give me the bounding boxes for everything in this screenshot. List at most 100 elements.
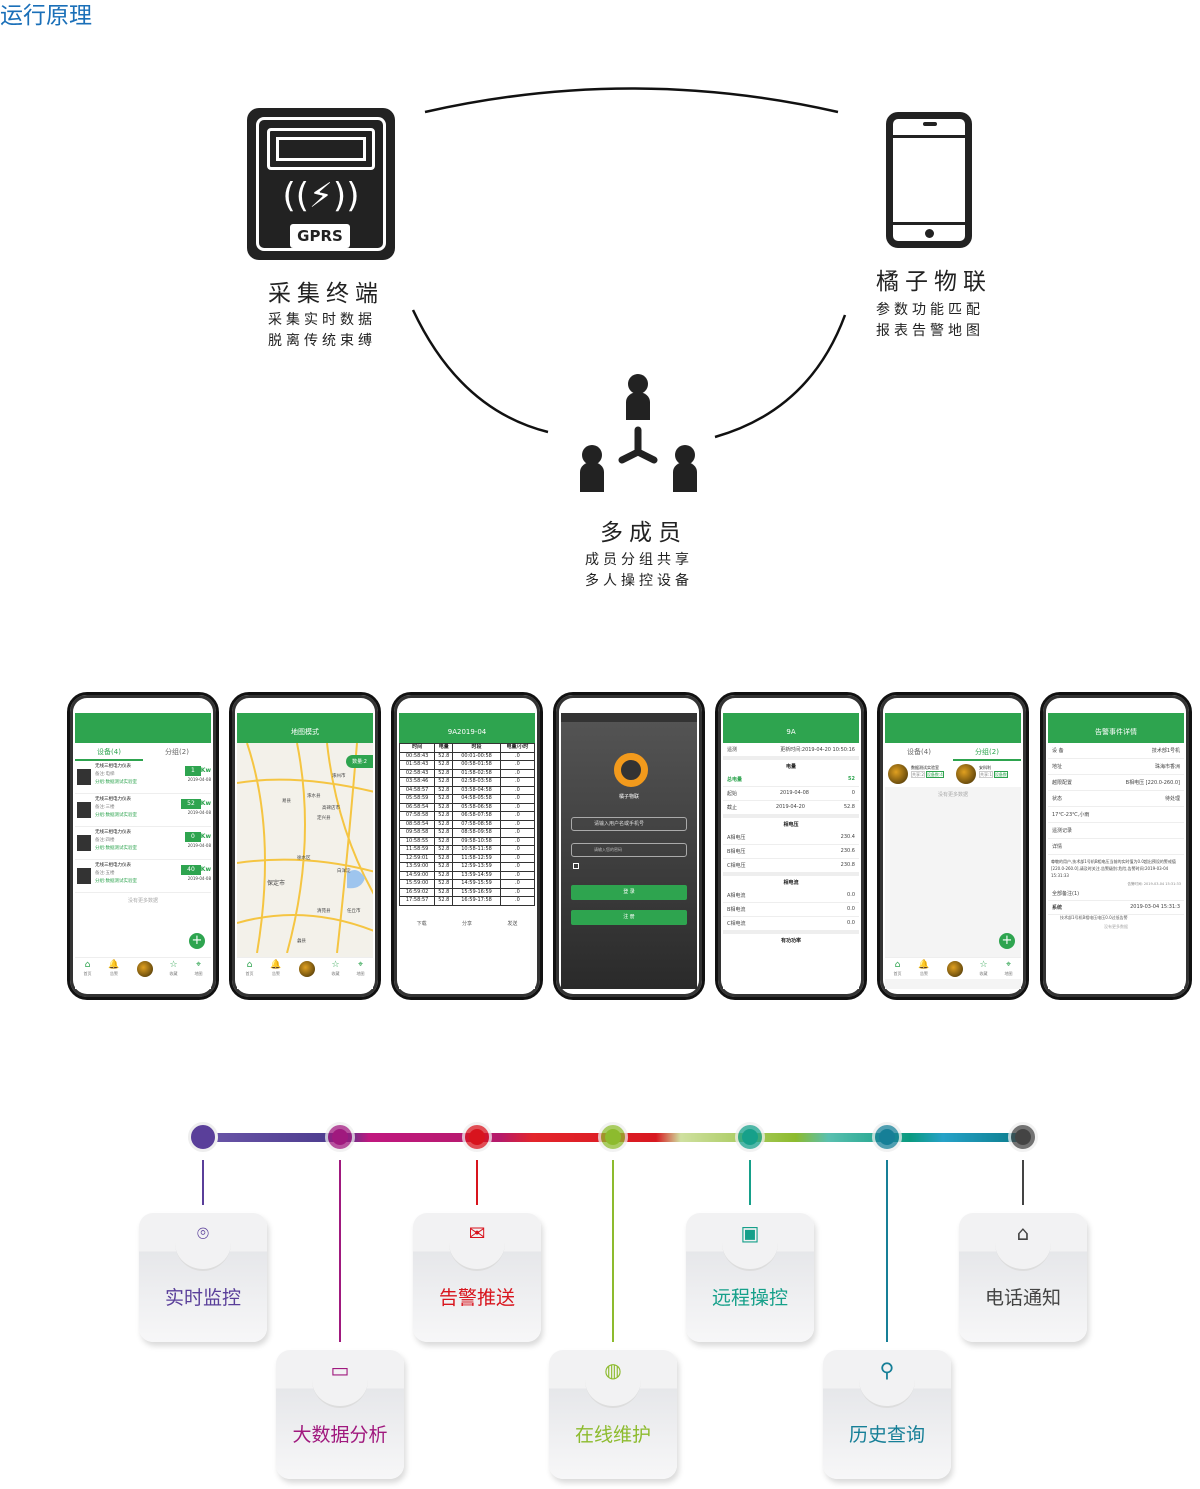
password-input[interactable]: 请输入您的密码 — [571, 843, 687, 857]
table-cell: 10:58-11:58 — [452, 845, 501, 855]
nav-item-star[interactable]: ☆收藏 — [170, 960, 178, 977]
alarm-row[interactable]: 遥测记录 — [1048, 823, 1184, 839]
add-button[interactable]: + — [189, 933, 205, 949]
map-view[interactable]: 涿州市涿水县易县高碑店市定兴县徐水区保定市白洋淀清苑县任丘市蠡县 数量:2 — [237, 743, 373, 957]
detail-cell: C相电压 — [727, 863, 746, 869]
terminal-desc-line: 脱离传统束缚 — [268, 333, 376, 349]
table-cell: 11:58-12:59 — [452, 853, 501, 863]
avatar-button[interactable] — [136, 960, 153, 977]
tab-groups[interactable]: 分组(2) — [953, 743, 1021, 761]
nav-item-map-pin[interactable]: ⌖地图 — [195, 960, 203, 977]
tab-devices[interactable]: 设备(4) — [907, 748, 931, 756]
feature-card-6[interactable]: ⚲历史查询 — [823, 1350, 951, 1479]
home-icon: ⌂ — [246, 960, 253, 970]
count-badge[interactable]: 数量:2 — [346, 755, 373, 768]
avatar[interactable] — [298, 960, 315, 977]
login-button[interactable]: 登 录 — [571, 885, 687, 900]
device-group: 分组:数据测试实验室 — [95, 879, 138, 884]
action-分享[interactable]: 分享 — [461, 920, 472, 927]
feature-card-1[interactable]: ⌾实时监控 — [139, 1213, 267, 1342]
avatar[interactable] — [136, 960, 153, 977]
timeline-dot — [605, 1129, 621, 1145]
alarm-row[interactable]: 详情 — [1048, 839, 1184, 855]
feature-card-2[interactable]: ▭大数据分析 — [276, 1350, 404, 1479]
nav-item-map-pin[interactable]: ⌖地图 — [1005, 960, 1013, 977]
avatar[interactable] — [946, 960, 963, 977]
nav-item-star[interactable]: ☆收藏 — [332, 960, 340, 977]
detail-cell: C相电流 — [727, 921, 746, 927]
nav-item-home[interactable]: ⌂首页 — [83, 960, 91, 977]
alarm-value: B相电压 [220.0-260.0] — [1125, 780, 1180, 786]
nav-item-bell[interactable]: 🔔告警 — [270, 960, 281, 977]
alarm-row[interactable]: 地址珠海市香洲 — [1048, 759, 1184, 775]
nav-item-star[interactable]: ☆收藏 — [980, 960, 988, 977]
action-下载[interactable]: 下载 — [416, 920, 427, 927]
tab-groups[interactable]: 分组(2) — [165, 748, 189, 756]
status-bar — [885, 713, 1021, 722]
star-icon: ☆ — [979, 960, 988, 970]
detail-cell: 230.8 — [840, 862, 855, 868]
table-cell: 16:59:02 — [399, 887, 436, 897]
nav-item-bell[interactable]: 🔔告警 — [108, 960, 119, 977]
table-cell: .0 — [499, 794, 535, 804]
header-bar — [885, 722, 1021, 743]
table-cell: .0 — [499, 777, 535, 787]
device-group: 分组:数据测试实验室 — [95, 813, 138, 818]
bell-icon: 🔔 — [108, 960, 120, 970]
feature-card-4[interactable]: ◍在线维护 — [549, 1350, 677, 1479]
timeline-dot — [332, 1129, 348, 1145]
table-cell: 10:58:55 — [399, 836, 436, 846]
no-more-text: 没有更多数据 — [937, 792, 968, 798]
alarm-row[interactable]: 设 备技术部1号机 — [1048, 743, 1184, 759]
feature-card-7[interactable]: ⌂电话通知 — [959, 1213, 1087, 1342]
nav-item-bell[interactable]: 🔔告警 — [918, 960, 929, 977]
detail-cell: 2019-04-20 — [775, 804, 805, 810]
alarm-label: 17℃-23℃,小雨 — [1052, 812, 1090, 818]
alarm-row[interactable]: 状态待处理 — [1048, 791, 1184, 807]
feature-label: 大数据分析 — [292, 1424, 388, 1446]
terminal-title: 采集终端 — [268, 281, 384, 307]
nav-item-home[interactable]: ⌂首页 — [245, 960, 253, 977]
table-cell: .0 — [499, 760, 535, 770]
add-button[interactable]: + — [999, 933, 1015, 949]
device-date: 2019-04-08 — [187, 843, 211, 848]
username-input[interactable]: 请输入用户名或手机号 — [571, 817, 687, 831]
register-button[interactable]: 注 册 — [571, 910, 687, 925]
section-heading: 相电流 — [723, 873, 859, 889]
alarm-value: 珠海市香洲 — [1154, 764, 1180, 770]
map-place-label: 蠡县 — [297, 939, 306, 944]
nav-item-map-pin[interactable]: ⌖地图 — [357, 960, 365, 977]
alarm-row[interactable]: 17℃-23℃,小雨 — [1048, 807, 1184, 823]
feature-card-3[interactable]: ✉告警推送 — [413, 1213, 541, 1342]
tab-devices[interactable]: 设备(4) — [75, 743, 143, 761]
table-cell: 00:58:43 — [399, 751, 436, 761]
value-badge: 0 — [184, 832, 201, 842]
avatar-button[interactable] — [298, 960, 315, 977]
nav-item-home[interactable]: ⌂首页 — [893, 960, 901, 977]
map-place-label: 白洋淀 — [337, 869, 351, 874]
map-place-label: 涿水县 — [307, 794, 321, 799]
remember-checkbox[interactable] — [573, 863, 579, 869]
feature-card-5[interactable]: ▣远程操控 — [686, 1213, 814, 1342]
table-cell: 03:58-04:58 — [452, 785, 501, 795]
action-发送[interactable]: 发送 — [507, 920, 518, 927]
notes-link[interactable]: 全部备注(1) — [1052, 891, 1080, 897]
avatar-button[interactable] — [946, 960, 963, 977]
group-share: 共享:1 — [979, 771, 993, 778]
value-badge: 40 — [181, 865, 201, 875]
map-title: 地图模式 — [237, 722, 373, 743]
table-cell: 03:58:46 — [399, 777, 436, 787]
